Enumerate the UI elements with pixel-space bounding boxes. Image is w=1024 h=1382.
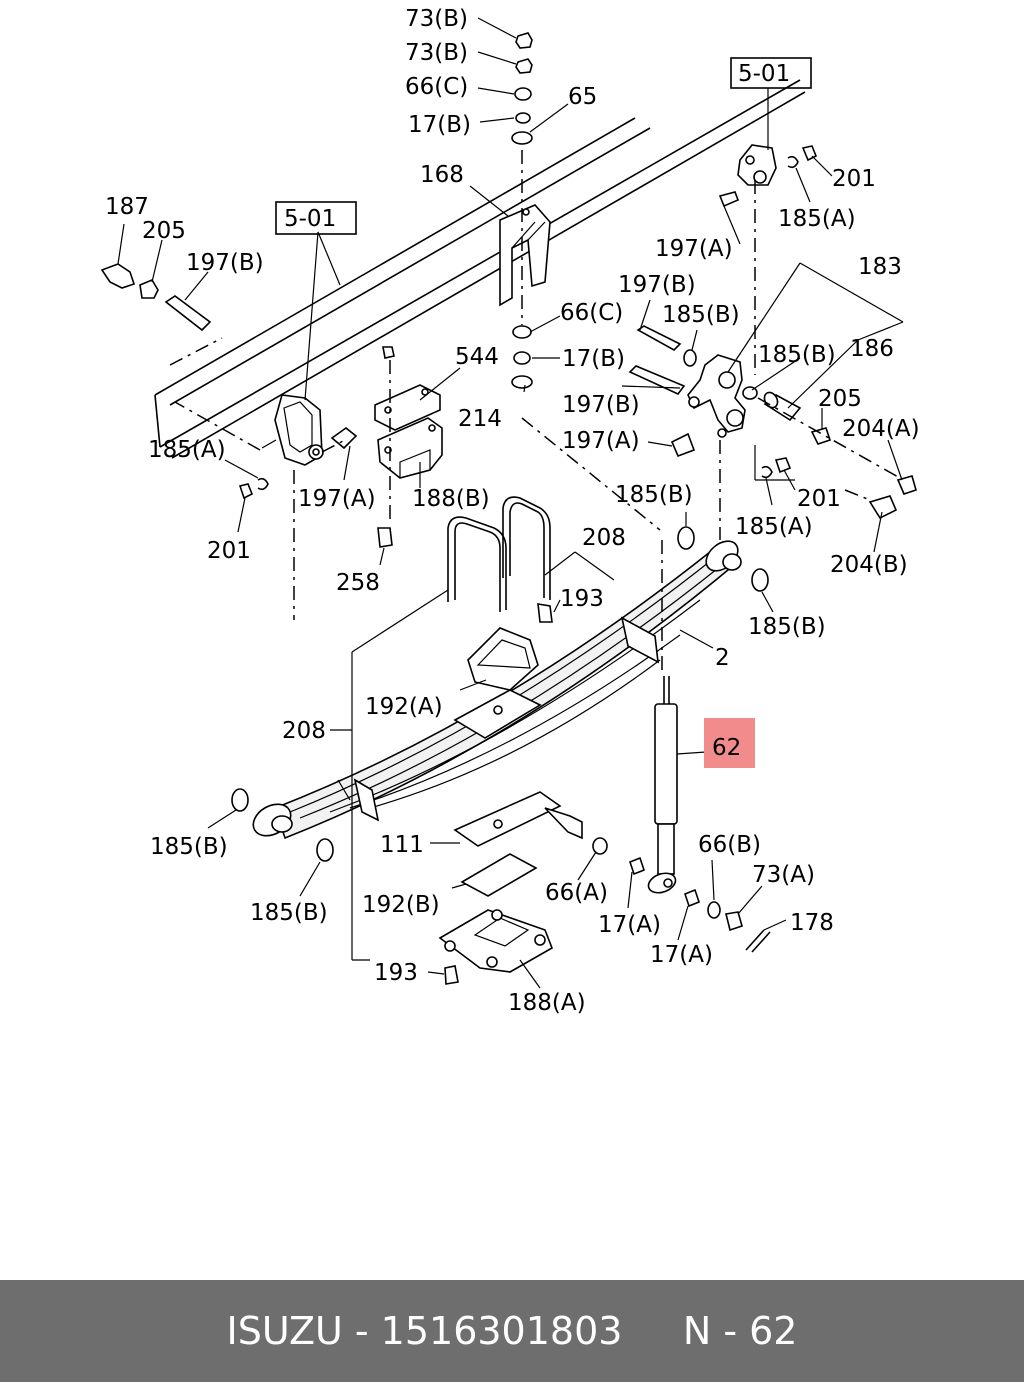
callout-193: 193 [560, 586, 604, 612]
callout-17a: 17(A) [598, 912, 661, 938]
callout-5-01: 5-01 [738, 61, 790, 87]
callout-66c: 66(C) [405, 74, 468, 100]
callout-201: 201 [207, 538, 251, 564]
callout-185b: 185(B) [662, 302, 740, 328]
callout-2: 2 [715, 645, 730, 671]
leaf-spring-2 [252, 540, 742, 840]
callout-193: 193 [374, 960, 418, 986]
callout-197b: 197(B) [186, 250, 264, 276]
plate-188a [438, 909, 553, 973]
ref-box-right [730, 57, 812, 89]
callout-186: 186 [850, 336, 894, 362]
callout-204b: 204(B) [830, 552, 908, 578]
assembly-axes [169, 150, 901, 676]
shock-absorber-62 [647, 676, 678, 894]
callout-188b: 188(B) [412, 486, 490, 512]
shackle-bracket [737, 144, 777, 186]
callout-185b: 185(B) [150, 834, 228, 860]
ref-box-left [275, 201, 357, 235]
callout-66a: 66(A) [545, 880, 608, 906]
callout-185a: 185(A) [735, 514, 813, 540]
callout-185b: 185(B) [615, 482, 693, 508]
spring-pad-192a [453, 627, 542, 739]
callout-185a: 185(A) [778, 206, 856, 232]
callout-208: 208 [282, 718, 326, 744]
plate-192b [460, 853, 538, 897]
callout-192b: 192(B) [362, 892, 440, 918]
callout-66b: 66(B) [698, 832, 761, 858]
plate-111 [453, 791, 583, 847]
callout-62: 62 [712, 735, 741, 761]
callout-185b: 185(B) [250, 900, 328, 926]
callout-197b: 197(B) [618, 272, 696, 298]
front-hanger-bracket [261, 394, 324, 466]
callout-65: 65 [568, 84, 597, 110]
bracket-188b [377, 417, 443, 479]
callout-17a: 17(A) [650, 942, 713, 968]
callout-labels: 73(B) 73(B) 66(C) 65 17(B) 168 5-01 5-01… [105, 6, 920, 1016]
callout-73b: 73(B) [405, 6, 468, 32]
callout-17b: 17(B) [562, 346, 625, 372]
callout-73b: 73(B) [405, 40, 468, 66]
callout-544: 544 [455, 344, 499, 370]
callout-205: 205 [818, 386, 862, 412]
callout-66c: 66(C) [560, 300, 623, 326]
hardware [100, 32, 917, 985]
callout-168: 168 [420, 162, 464, 188]
leader-lines [117, 17, 904, 989]
callout-73a: 73(A) [752, 862, 815, 888]
highlight-box-62 [704, 718, 755, 768]
callout-185b: 185(B) [758, 342, 836, 368]
callout-185b: 185(B) [748, 614, 826, 640]
pin-186 [763, 391, 802, 422]
callout-201: 201 [832, 166, 876, 192]
callout-197b: 197(B) [562, 392, 640, 418]
shackle-link [687, 354, 746, 433]
bracket-168 [499, 204, 551, 307]
callout-188a: 188(A) [508, 990, 586, 1016]
callout-208: 208 [582, 525, 626, 551]
callout-204a: 204(A) [842, 416, 920, 442]
callout-185a: 185(A) [148, 437, 226, 463]
callout-178: 178 [790, 910, 834, 936]
frame-rail [154, 79, 806, 459]
callout-197a: 197(A) [655, 236, 733, 262]
suspension-exploded-diagram: 73(B) 73(B) 66(C) 65 17(B) 168 5-01 5-01… [100, 6, 920, 1016]
callout-17b: 17(B) [408, 112, 471, 138]
callout-205: 205 [142, 218, 186, 244]
callout-214: 214 [458, 406, 502, 432]
part-number-caption: ISUZU - 1516301803 N - 62 [226, 1309, 798, 1353]
callout-5-01: 5-01 [284, 206, 336, 232]
callout-197a: 197(A) [562, 428, 640, 454]
callout-187: 187 [105, 194, 149, 220]
callout-111: 111 [380, 832, 424, 858]
callout-258: 258 [336, 570, 380, 596]
callout-183: 183 [858, 254, 902, 280]
footer-bar: ISUZU - 1516301803 N - 62 [0, 1280, 1024, 1382]
u-bolt-208 [447, 496, 551, 612]
callout-192a: 192(A) [365, 694, 443, 720]
callout-201: 201 [797, 486, 841, 512]
callout-197a: 197(A) [298, 486, 376, 512]
